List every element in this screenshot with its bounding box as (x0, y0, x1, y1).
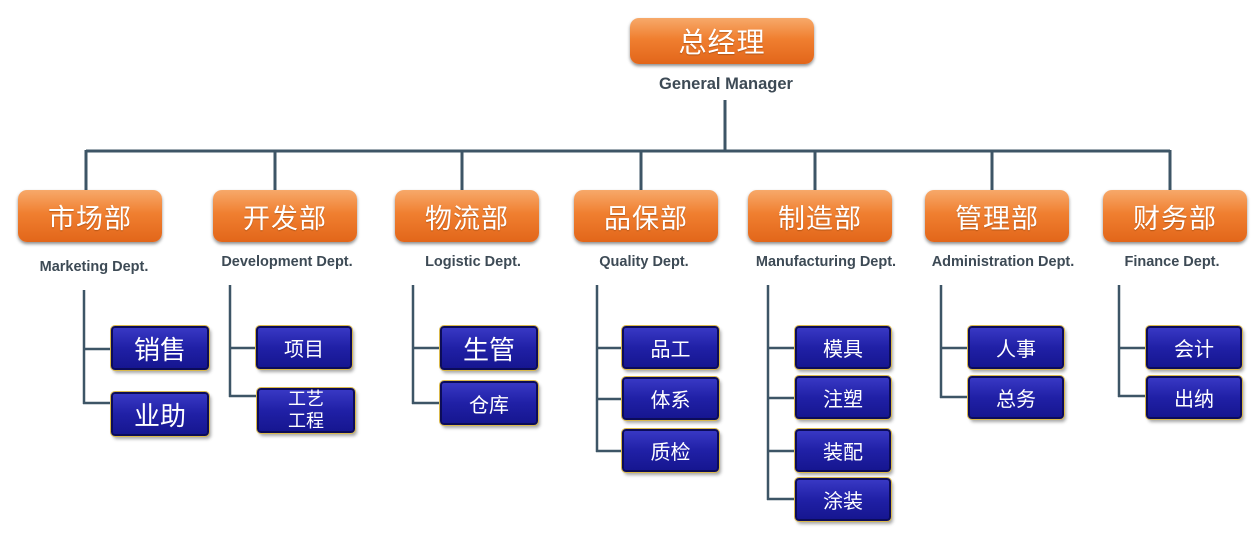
dept-label-development: Development Dept. (221, 254, 353, 270)
team-box-painting: 涂装 (795, 478, 891, 521)
dept-label-marketing: Marketing Dept. (39, 259, 149, 275)
team-box-accounting: 会计 (1146, 326, 1242, 369)
team-box-inspection: 质检 (622, 429, 719, 472)
team-box-injection-molding: 注塑 (795, 376, 891, 419)
team-box-general-affairs: 总务 (968, 376, 1064, 419)
dept-label-logistic: Logistic Dept. (425, 254, 521, 270)
dept-box-manufacturing: 制造部 (748, 190, 892, 242)
team-box-production-control: 生管 (440, 326, 538, 370)
team-box-cashier: 出纳 (1146, 376, 1242, 419)
team-box-warehouse: 仓库 (440, 381, 538, 425)
team-box-process-engineering: 工艺工程 (257, 388, 355, 433)
dept-label-administration: Administration Dept. (931, 254, 1075, 270)
dept-label-manufacturing: Manufacturing Dept. (755, 254, 897, 270)
dept-label-quality: Quality Dept. (599, 254, 689, 270)
team-box-project: 项目 (256, 326, 352, 369)
dept-box-development: 开发部 (213, 190, 357, 242)
team-box-business-assistant: 业助 (111, 392, 209, 436)
team-box-quality-engineering: 品工 (622, 326, 719, 369)
dept-box-logistic: 物流部 (395, 190, 539, 242)
team-box-mold: 模具 (795, 326, 891, 369)
general-manager-box: 总经理 (630, 18, 814, 64)
team-box-assembly: 装配 (795, 429, 891, 472)
dept-label-finance: Finance Dept. (1124, 254, 1220, 270)
dept-box-marketing: 市场部 (18, 190, 162, 242)
dept-box-administration: 管理部 (925, 190, 1069, 242)
team-box-quality-system: 体系 (622, 377, 719, 420)
team-box-human-resources: 人事 (968, 326, 1064, 369)
general-manager-label: General Manager (659, 75, 793, 93)
team-box-sales: 销售 (111, 326, 209, 370)
dept-box-quality: 品保部 (574, 190, 718, 242)
dept-box-finance: 财务部 (1103, 190, 1247, 242)
